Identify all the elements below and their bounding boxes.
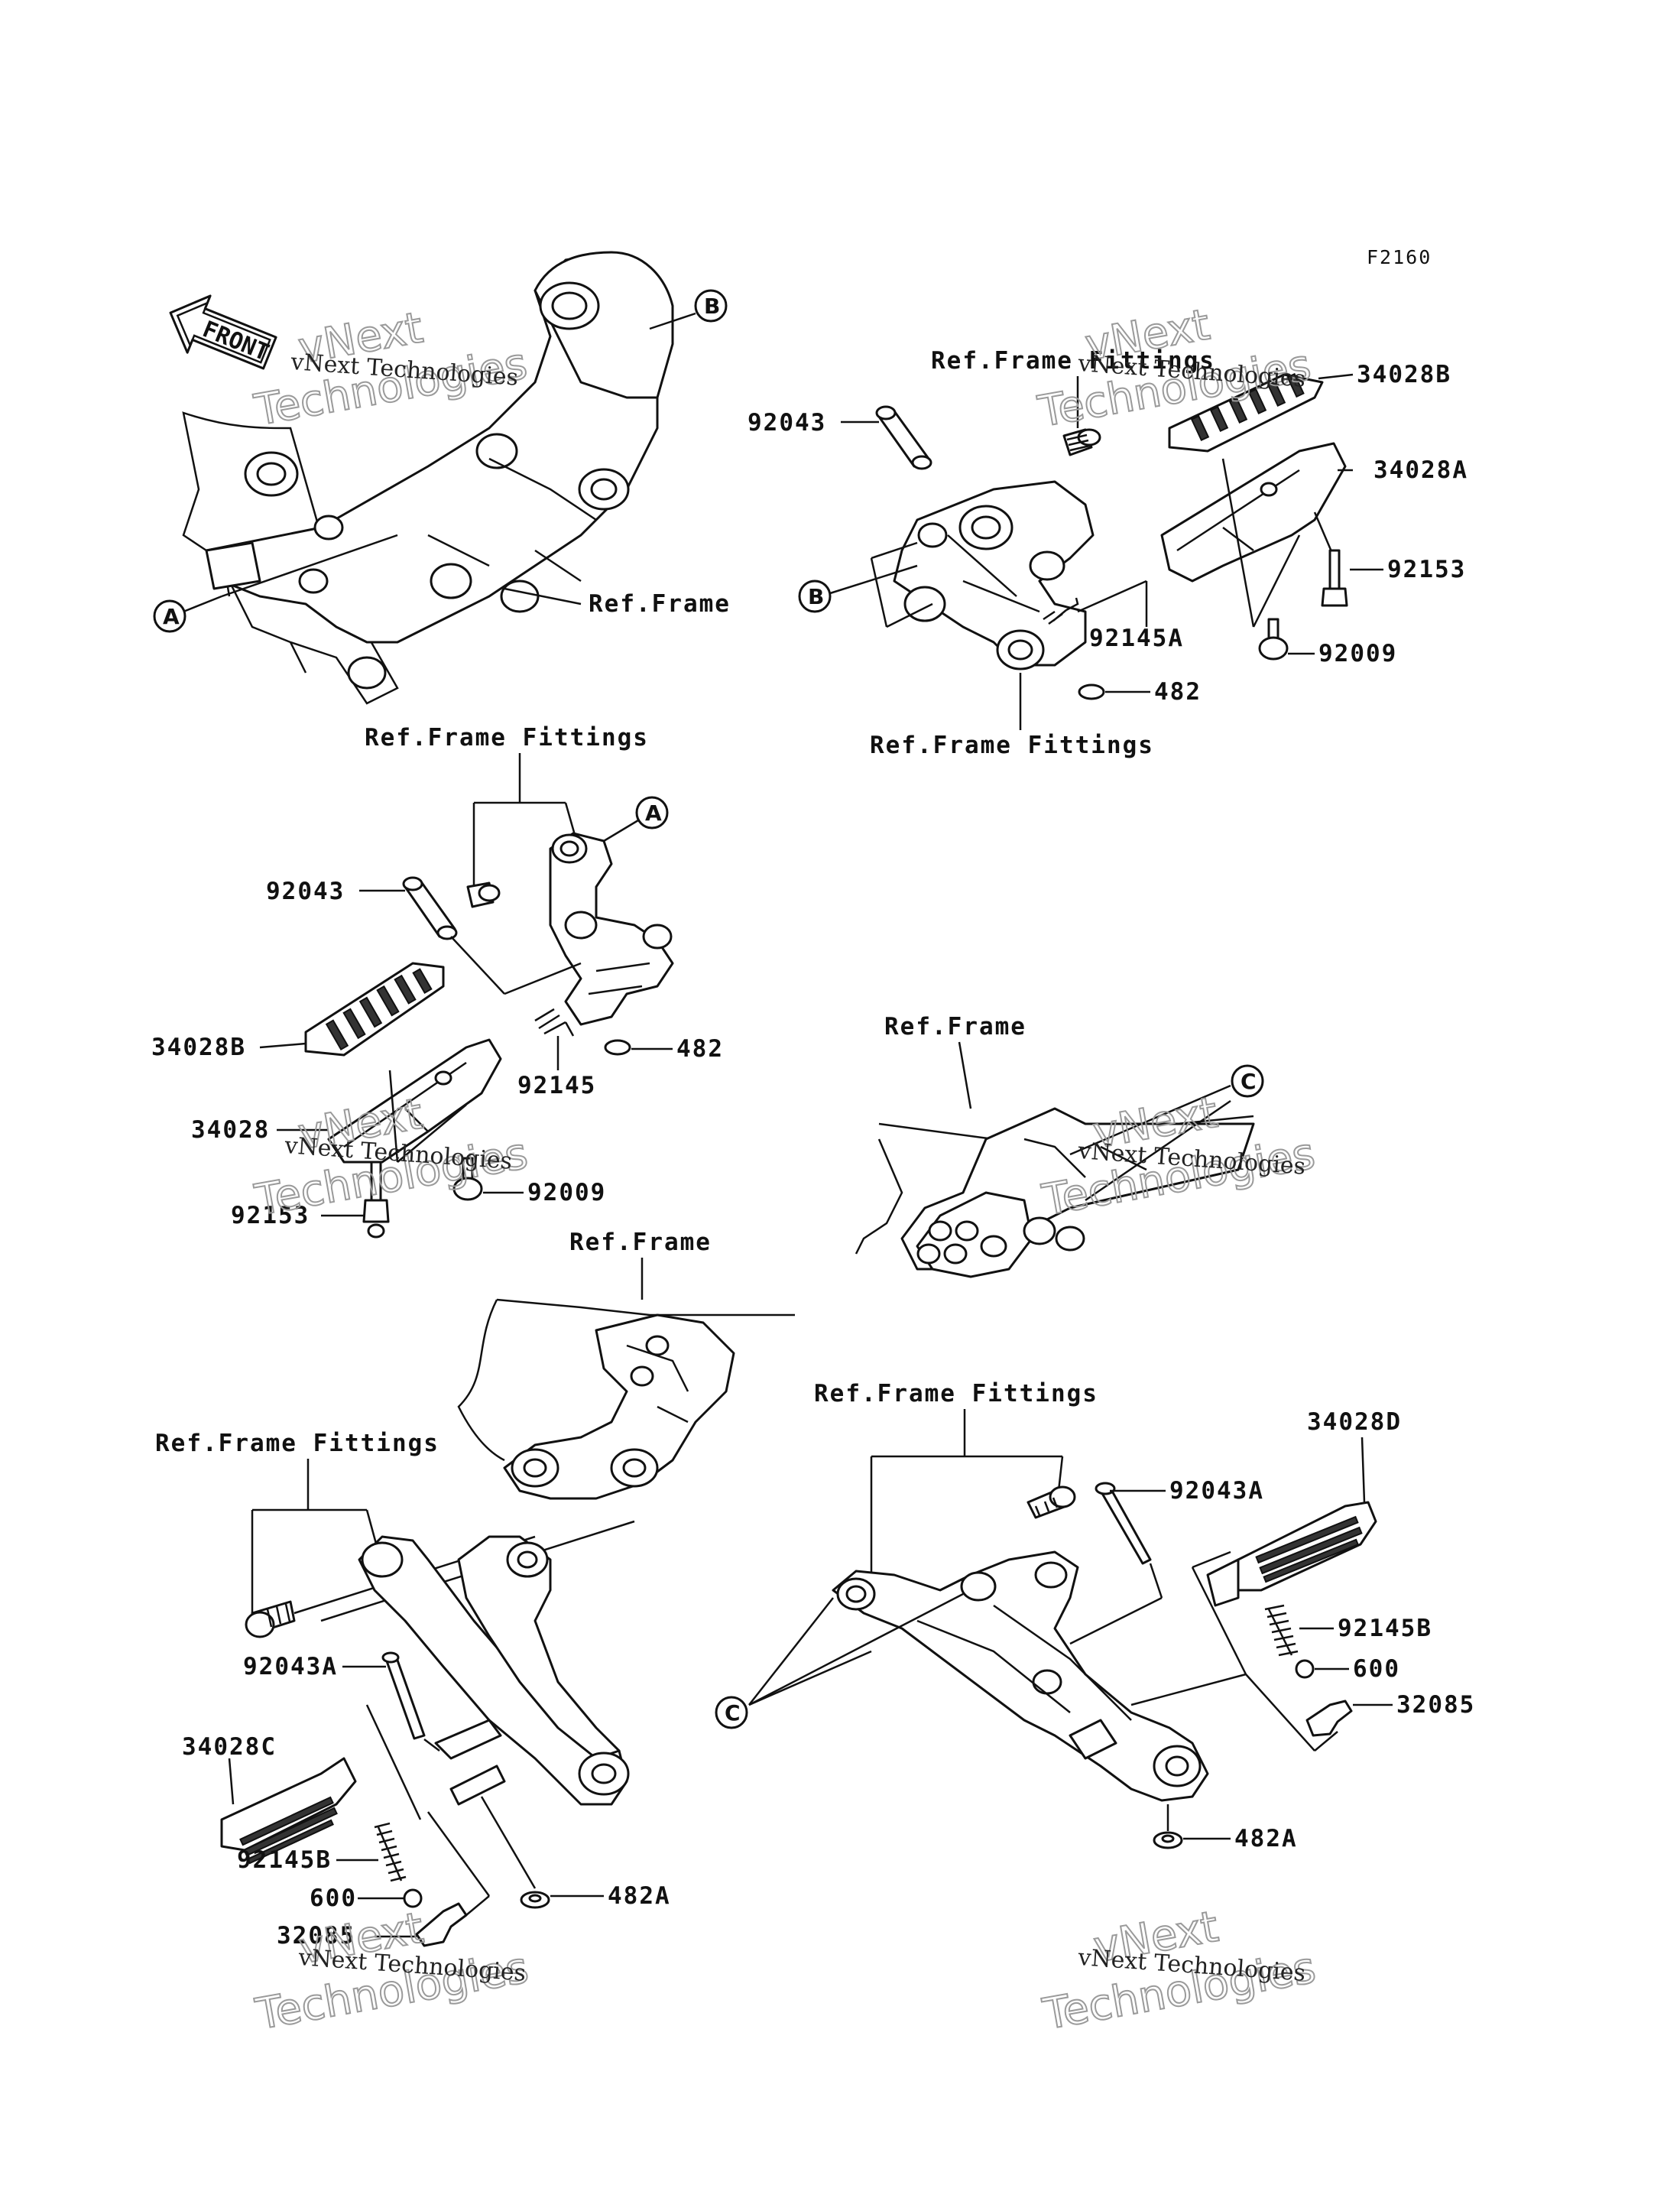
spring-92145 bbox=[534, 1008, 575, 1037]
plunger-32085-bottom-left bbox=[415, 1902, 468, 1947]
circle-ref-c-bottom-right: C bbox=[715, 1696, 748, 1729]
ref-frame-fittings-label-middle: Ref.Frame Fittings bbox=[365, 724, 649, 752]
circle-ref-b-top-right: B bbox=[798, 580, 832, 613]
part-92009-top-right: 92009 bbox=[1318, 640, 1397, 667]
part-34028D: 34028D bbox=[1307, 1408, 1402, 1436]
ref-frame-label-middle-right: Ref.Frame bbox=[884, 1013, 1026, 1041]
spring-92145B-bottom-left bbox=[374, 1822, 407, 1882]
clip-482-middle bbox=[604, 1039, 631, 1056]
svg-text:B: B bbox=[808, 584, 824, 609]
clip-482-top-right bbox=[1078, 683, 1105, 700]
bracket-bottom-right bbox=[832, 1550, 1209, 1802]
part-34028A: 34028A bbox=[1374, 456, 1468, 484]
part-92043A-bottom-right: 92043A bbox=[1169, 1477, 1264, 1505]
bolt-92153-top-right bbox=[1321, 549, 1348, 607]
footpeg-34028 bbox=[327, 1038, 502, 1164]
part-482A-bottom-left: 482A bbox=[608, 1882, 671, 1910]
bolt-92009-top-right bbox=[1258, 618, 1289, 661]
ref-frame-label-bottom-left: Ref.Frame bbox=[569, 1229, 712, 1256]
pin-92043-middle bbox=[402, 876, 458, 940]
part-92153-top-right: 92153 bbox=[1387, 556, 1466, 583]
plunger-32085-bottom-right bbox=[1305, 1700, 1353, 1737]
part-34028B-top-right: 34028B bbox=[1357, 361, 1451, 388]
footpeg-34028D bbox=[1206, 1501, 1377, 1607]
footpeg-rubber-34028B-middle bbox=[304, 962, 445, 1057]
circle-ref-a-middle: A bbox=[635, 796, 669, 830]
ref-frame-fittings-label-bottom-left: Ref.Frame Fittings bbox=[155, 1430, 439, 1457]
svg-text:A: A bbox=[645, 800, 662, 826]
part-482-top-right: 482 bbox=[1154, 678, 1202, 706]
pin-92043-top-right bbox=[875, 405, 932, 470]
washer-482A-bottom-left bbox=[520, 1891, 550, 1909]
ball-600-bottom-left bbox=[403, 1888, 423, 1908]
svg-text:C: C bbox=[725, 1700, 741, 1726]
part-482A-bottom-right: 482A bbox=[1234, 1825, 1298, 1852]
spring-92145A bbox=[1043, 597, 1079, 625]
svg-text:B: B bbox=[704, 294, 720, 319]
pin-92043A-bottom-left bbox=[381, 1651, 426, 1740]
part-92043-middle: 92043 bbox=[266, 878, 345, 905]
part-92009-middle: 92009 bbox=[527, 1179, 606, 1206]
part-92145: 92145 bbox=[517, 1072, 596, 1099]
footpeg-34028A bbox=[1160, 442, 1347, 583]
part-92043A-bottom-left: 92043A bbox=[243, 1653, 338, 1680]
ref-frame-fittings-label-bottom-right: Ref.Frame Fittings bbox=[814, 1380, 1098, 1407]
frame-top-left bbox=[182, 251, 674, 705]
figure-code: F2160 bbox=[1367, 246, 1432, 268]
ref-frame-label-top-left: Ref.Frame bbox=[589, 590, 731, 618]
part-92153-middle: 92153 bbox=[231, 1202, 310, 1229]
part-600-bottom-right: 600 bbox=[1353, 1655, 1400, 1683]
bolt-92009-middle bbox=[452, 1157, 483, 1201]
bolt-top-right bbox=[1062, 428, 1101, 456]
part-34028B-middle: 34028B bbox=[151, 1034, 246, 1061]
svg-text:C: C bbox=[1241, 1069, 1257, 1094]
part-92145A: 92145A bbox=[1089, 625, 1184, 652]
part-32085-bottom-left: 32085 bbox=[277, 1922, 355, 1950]
bolt-92153-middle bbox=[362, 1161, 390, 1239]
circle-ref-c-middle-right: C bbox=[1231, 1064, 1264, 1098]
ref-frame-fittings-label-top-right-bottom: Ref.Frame Fittings bbox=[870, 732, 1154, 759]
part-482-middle: 482 bbox=[676, 1035, 724, 1063]
spring-92145B-bottom-right bbox=[1264, 1604, 1299, 1657]
bracket-top-right bbox=[893, 480, 1095, 670]
circle-ref-a-top-left: A bbox=[153, 599, 186, 633]
front-arrow-icon: FRONT bbox=[169, 294, 277, 370]
part-34028C: 34028C bbox=[182, 1733, 277, 1761]
part-92043-top-right: 92043 bbox=[748, 409, 826, 437]
bolt-middle bbox=[466, 881, 501, 908]
pin-92043A-bottom-right bbox=[1095, 1482, 1152, 1565]
bolt-bottom-left bbox=[245, 1600, 296, 1638]
part-92145B-bottom-right: 92145B bbox=[1338, 1615, 1432, 1642]
circle-ref-b-top-left: B bbox=[694, 289, 728, 323]
frame-bottom-left bbox=[457, 1298, 795, 1500]
part-32085-bottom-right: 32085 bbox=[1396, 1691, 1475, 1719]
washer-482A-bottom-right bbox=[1153, 1831, 1183, 1849]
part-34028: 34028 bbox=[191, 1116, 270, 1144]
bracket-middle bbox=[549, 832, 674, 1026]
ball-600-bottom-right bbox=[1295, 1659, 1315, 1679]
footpeg-34028C bbox=[220, 1757, 357, 1865]
bolt-bottom-right bbox=[1026, 1485, 1076, 1519]
ref-frame-fittings-label-top-right: Ref.Frame Fittings bbox=[931, 347, 1215, 375]
svg-text:A: A bbox=[163, 604, 180, 629]
bracket-bottom-left bbox=[358, 1535, 630, 1806]
frame-middle-right bbox=[855, 1107, 1255, 1278]
part-92145B-bottom-left: 92145B bbox=[237, 1846, 332, 1874]
footpeg-rubber-34028B-top-right bbox=[1168, 372, 1324, 453]
part-600-bottom-left: 600 bbox=[310, 1885, 357, 1912]
